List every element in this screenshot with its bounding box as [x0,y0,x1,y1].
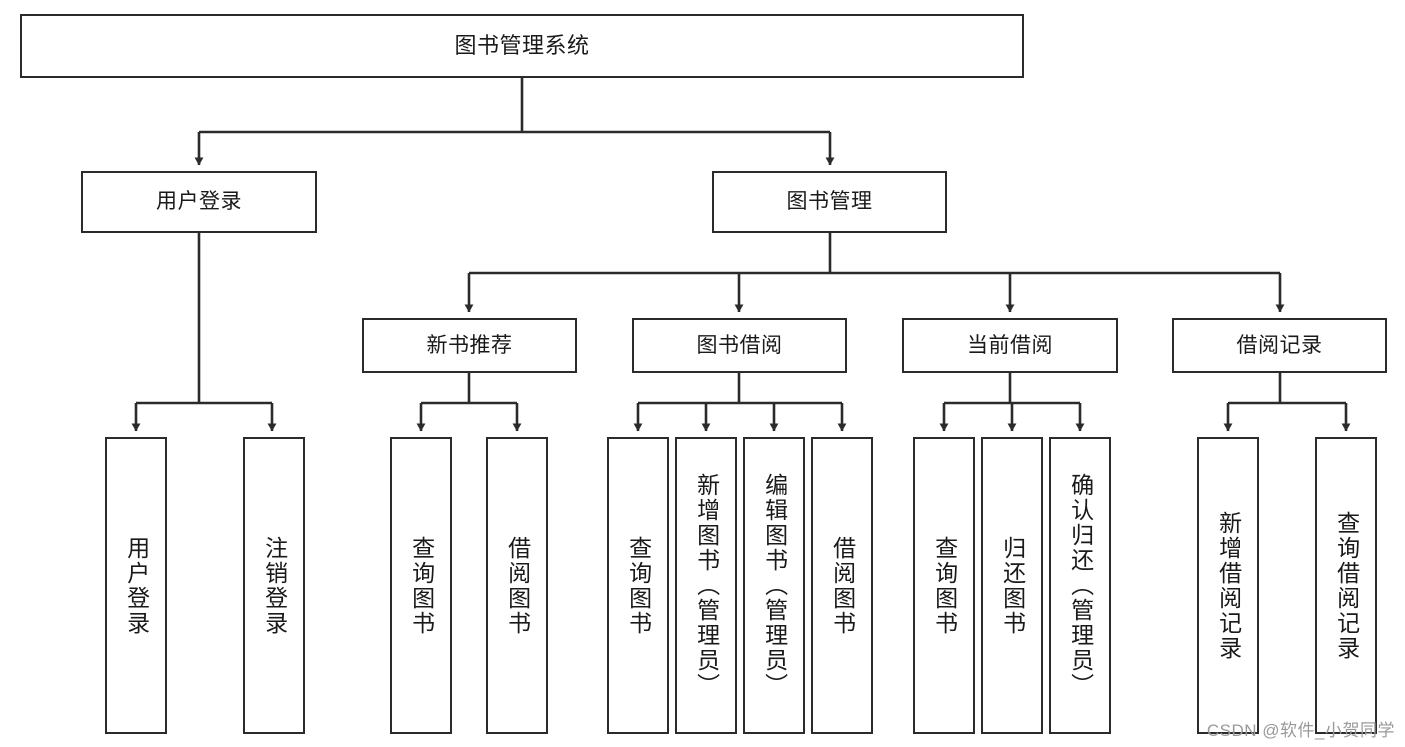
node-current-borrowing[interactable]: 当前借阅 [902,318,1118,373]
node-label: 注销登录 [261,535,288,636]
leaf-book-borrow-add-book-admin[interactable]: 新增图书（管理员） [675,437,737,734]
node-root-book-management-system[interactable]: 图书管理系统 [20,14,1024,78]
node-label: 图书管理系统 [454,32,590,58]
node-label: 确认归还（管理员） [1067,473,1094,698]
csdn-watermark: CSDN @软件_小贺同学 [1206,721,1395,740]
node-label: 查询图书 [625,535,652,636]
leaf-borrow-record-add-record[interactable]: 新增借阅记录 [1197,437,1259,734]
node-user-login[interactable]: 用户登录 [81,171,317,233]
node-label: 图书借阅 [696,333,783,357]
node-label: 查询图书 [408,535,435,636]
node-label: 新增借阅记录 [1215,510,1242,661]
node-label: 用户登录 [156,190,242,214]
leaf-book-borrow-query-book[interactable]: 查询图书 [607,437,669,734]
leaf-current-borrow-return-book[interactable]: 归还图书 [981,437,1043,734]
leaf-book-borrow-borrow-book[interactable]: 借阅图书 [811,437,873,734]
node-label: 归还图书 [999,535,1026,636]
node-label: 新增图书（管理员） [693,473,720,698]
leaf-current-borrow-query-book[interactable]: 查询图书 [913,437,975,734]
node-label: 用户登录 [123,535,150,636]
node-book-management[interactable]: 图书管理 [712,171,947,233]
node-new-book-recommendation[interactable]: 新书推荐 [362,318,577,373]
leaf-user-login-login[interactable]: 用户登录 [105,437,167,734]
node-label: 借阅图书 [829,535,856,636]
node-label: 图书管理 [786,190,873,214]
node-label: 新书推荐 [426,333,513,357]
leaf-book-borrow-edit-book-admin[interactable]: 编辑图书（管理员） [743,437,805,734]
node-label: 查询图书 [931,535,958,636]
leaf-user-login-logout[interactable]: 注销登录 [243,437,305,734]
node-label: 编辑图书（管理员） [761,473,788,698]
leaf-borrow-record-query-record[interactable]: 查询借阅记录 [1315,437,1377,734]
node-borrowing-record[interactable]: 借阅记录 [1172,318,1387,373]
leaf-new-book-query-book[interactable]: 查询图书 [390,437,452,734]
node-label: 借阅图书 [504,535,531,636]
node-label: 借阅记录 [1236,333,1323,357]
node-book-borrowing[interactable]: 图书借阅 [632,318,847,373]
leaf-current-borrow-confirm-return-admin[interactable]: 确认归还（管理员） [1049,437,1111,734]
node-label: 查询借阅记录 [1333,510,1360,661]
node-label: 当前借阅 [967,333,1053,357]
leaf-new-book-borrow-book[interactable]: 借阅图书 [486,437,548,734]
